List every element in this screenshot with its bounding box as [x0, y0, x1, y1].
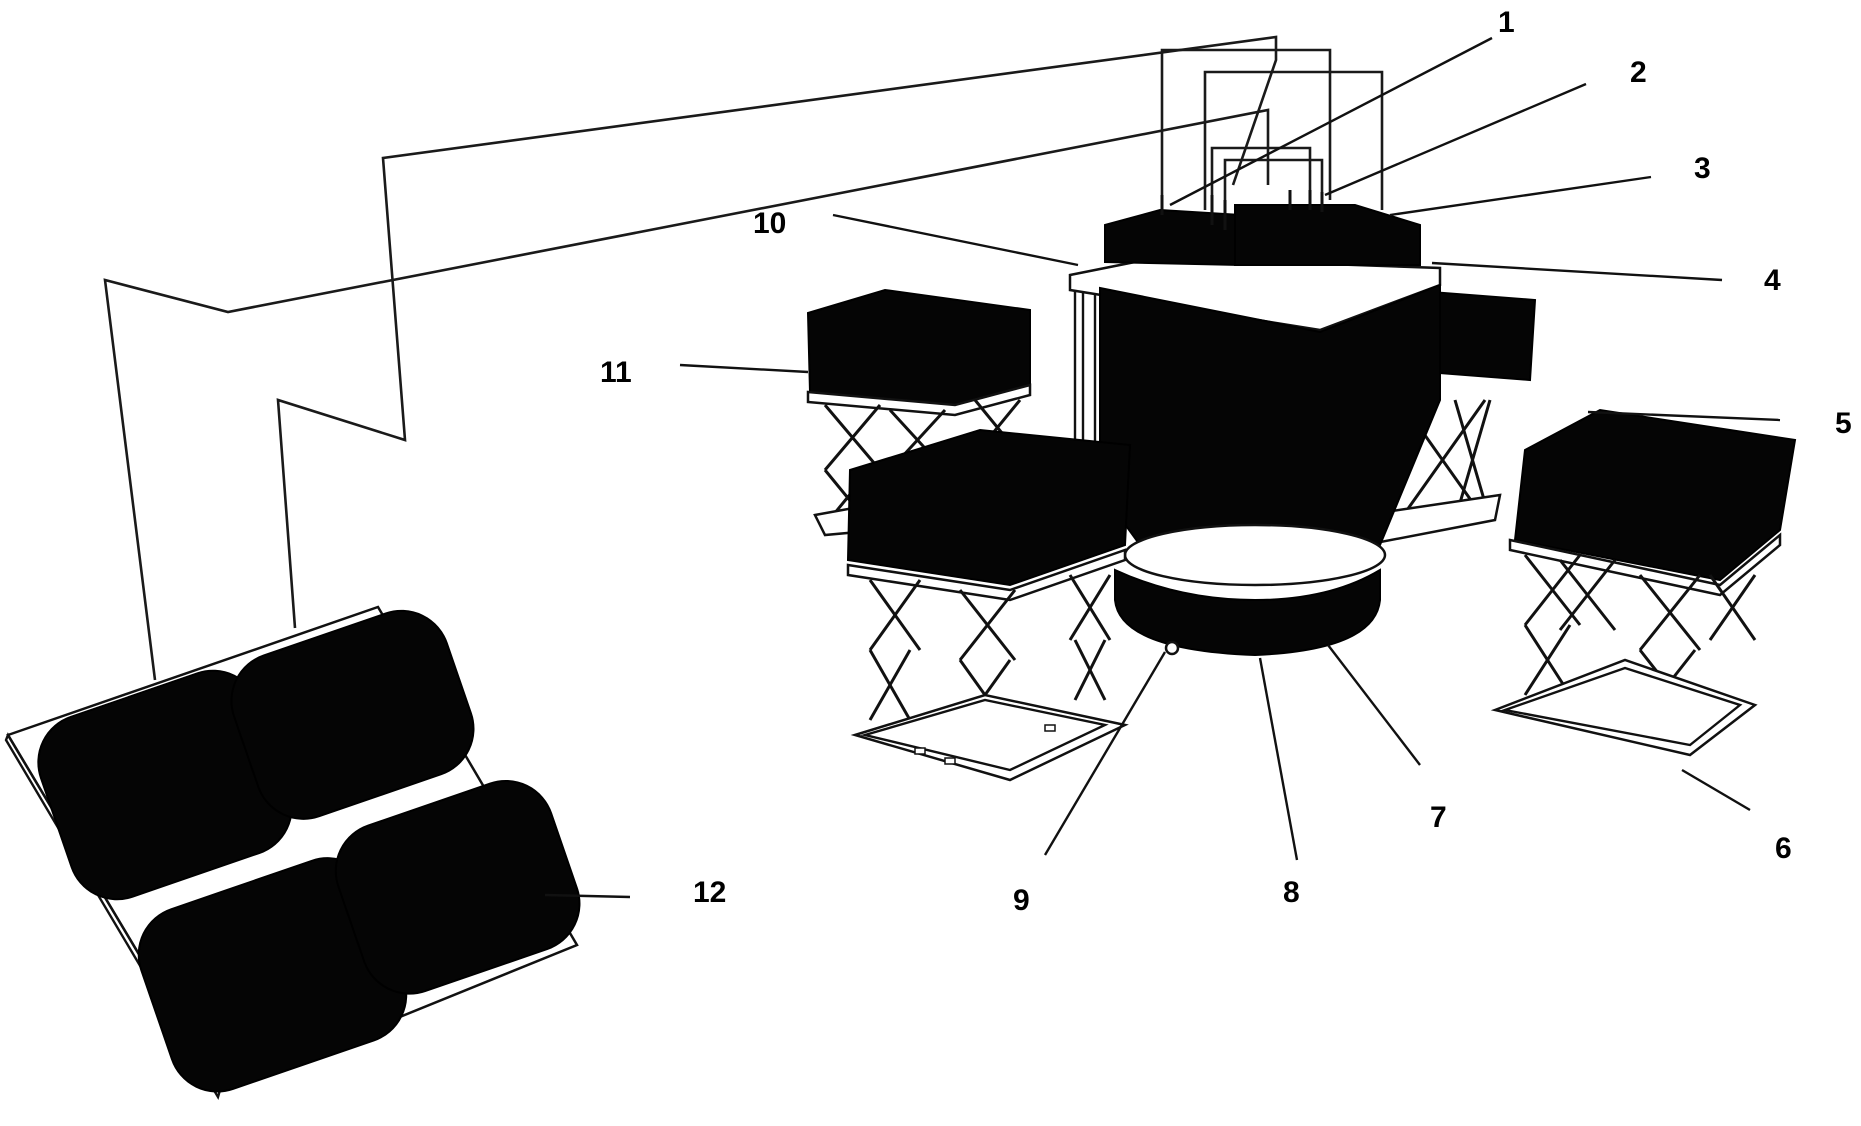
- main-body: [1099, 283, 1441, 546]
- label-9: 9: [1013, 884, 1030, 917]
- front-left-load-box: [846, 428, 1132, 587]
- cable-a: [103, 108, 1270, 681]
- label-10: 10: [753, 207, 786, 240]
- label-4: 4: [1764, 264, 1781, 297]
- label-2: 2: [1630, 56, 1647, 89]
- label-3: 3: [1694, 152, 1711, 185]
- label-6: 6: [1775, 832, 1792, 865]
- cable-e: [1210, 146, 1312, 215]
- leader-lines: [544, 36, 1781, 899]
- cable-d: [1203, 70, 1384, 210]
- cable-f: [1223, 158, 1324, 215]
- terminals: [1160, 190, 1324, 230]
- caster-9: [1164, 640, 1180, 656]
- lift-load-box-11: [806, 288, 1031, 407]
- turntable-ring: [1123, 523, 1387, 587]
- lift-table-right: [1490, 408, 1797, 757]
- top-box-left: [1104, 208, 1241, 267]
- top-box-right: [1234, 204, 1421, 266]
- cable-c: [1160, 48, 1332, 210]
- front-left-base: [850, 693, 1129, 782]
- label-12: 12: [693, 876, 726, 909]
- solar-panel: [4, 605, 581, 1101]
- label-11: 11: [600, 356, 632, 389]
- label-5: 5: [1835, 407, 1852, 440]
- part-labels: 1 2 3 4 5 6 7 8 9 10 11 12: [600, 6, 1852, 917]
- cable-b: [276, 35, 1278, 629]
- cable-bundle: [103, 35, 1384, 681]
- lift-table-back-left: [806, 288, 1032, 537]
- label-7: 7: [1430, 801, 1447, 834]
- label-8: 8: [1283, 876, 1300, 909]
- right-base: [1490, 658, 1758, 757]
- lift-table-front-left: [846, 428, 1132, 782]
- solar-cell-2: [230, 609, 475, 820]
- solar-cell-4: [334, 779, 581, 995]
- central-unit: [1068, 190, 1442, 657]
- label-1: 1: [1498, 6, 1515, 39]
